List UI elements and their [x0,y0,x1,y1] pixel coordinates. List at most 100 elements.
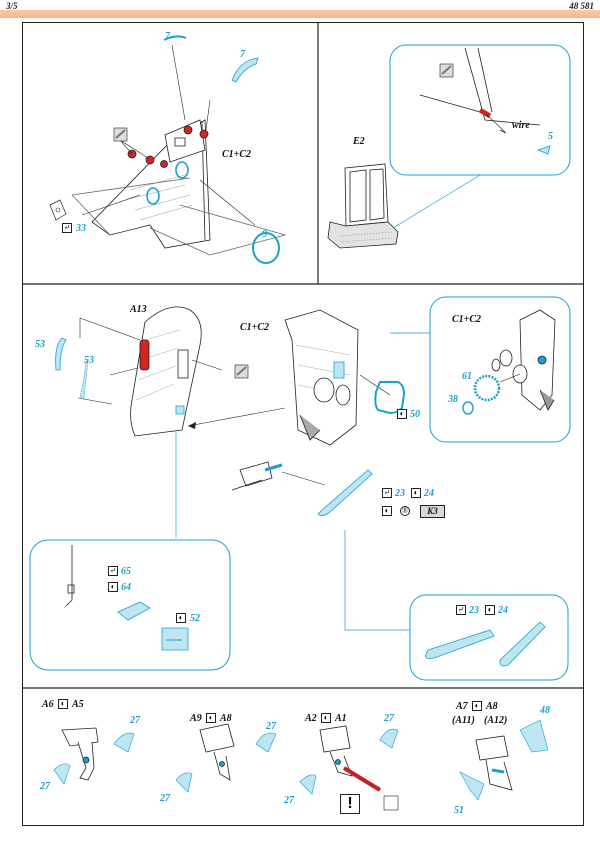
label-assembly-c1c2-top: C1+C2 [222,149,252,160]
label-assembly-c1c2-inset: C1+C2 [452,314,482,325]
label-part-7a: 7 [165,31,170,42]
label-part-23: 23 [395,488,405,499]
instruction-frame [22,22,584,826]
part-61-shape [473,374,501,402]
label-a1: A1 [335,713,347,724]
label-part-23-inset: 23 [469,605,479,616]
label-part-27-4: 27 [160,793,170,804]
glue-icon-9: ◐ [321,713,331,723]
fold-icon-2: ⤶ [382,488,392,498]
label-a12: (A12) [484,715,508,726]
kit-number: 48 581 [569,1,594,11]
part-27-shape-4 [175,772,193,793]
pedal-a7-a8-drawing [475,735,513,791]
warning-icon: ! [340,794,360,814]
label-part-61: 61 [462,371,472,382]
detail-inset-pedal [29,539,231,671]
glue-icon-8: ◐ [206,713,216,723]
part-52-shape [161,627,189,651]
label-a9: A9 [190,713,202,724]
paint-swatch-icon-2 [439,63,454,78]
label-part-65: 65 [121,566,131,577]
label-a5: A5 [72,699,84,710]
label-part-33: 33 [76,223,86,234]
label-assembly-a13: A13 [130,304,147,315]
part-38-shape [462,401,474,415]
armor-plate-e2-drawing [327,163,399,249]
label-a8b: A8 [486,701,498,712]
label-wire: wire [512,120,530,131]
glue-icon-3: ◐ [382,506,392,516]
paint-swatch-icon-3 [234,364,249,379]
part-53a-shape [55,337,67,371]
glue-icon-6: ◐ [485,605,495,615]
remove-icon: ® [400,506,410,516]
detail-inset-pedal-parts [409,594,569,681]
detail-inset-c1c2 [429,296,571,443]
label-part-5: 5 [548,131,553,142]
label-assembly-c1c2-middle: C1+C2 [240,322,270,333]
seat-c1c2-drawing [71,44,287,256]
label-part-64: 64 [121,582,131,593]
template-icon [383,795,399,811]
inset-pedal-drawing [65,545,75,607]
paint-swatch-icon-1 [113,127,128,142]
part-7b-shape [231,57,259,83]
label-a6: A6 [42,699,54,710]
glue-icon-10: ◐ [472,701,482,711]
part-33-shape [49,199,67,221]
label-part-27-5: 27 [384,713,394,724]
glue-icon-4: ◐ [108,582,118,592]
inset-e2-drawing [419,47,541,134]
label-assembly-e2: E2 [353,136,365,147]
label-part-24-inset: 24 [498,605,508,616]
glue-icon-2: ◐ [411,488,421,498]
glue-icon-5: ◐ [176,613,186,623]
label-part-27-6: 27 [284,795,294,806]
fold-icon-3: ⤶ [108,566,118,576]
part-51-shape [459,771,485,801]
part-64-shape [117,601,151,621]
label-a2: A2 [305,713,317,724]
label-a8: A8 [220,713,232,724]
label-part-52: 52 [190,613,200,624]
inset-c1c2-drawing [491,309,556,411]
part-5-shape [536,145,551,155]
header-band [0,0,600,18]
label-part-27-1: 27 [130,715,140,726]
pedal-a9-a8-drawing [199,723,235,781]
glue-icon-7: ◐ [58,699,68,709]
part-27-shape-2 [53,763,71,785]
label-part-9: 9 [262,229,267,240]
part-23-inset-shape [425,629,495,659]
label-a7: A7 [456,701,468,712]
pedal-a2-a1-drawing [319,725,382,792]
glue-icon-1: ◐ [397,409,407,419]
label-part-53a: 53 [35,339,45,350]
part-24-shape [317,469,373,516]
label-part-27-2: 27 [40,781,50,792]
part-24-inset-shape [499,621,546,667]
paint-code-k3: K3 [420,505,445,518]
part-27-shape-6 [299,774,317,795]
seat-back-a13-drawing [130,306,202,437]
part-27-shape-1 [113,732,135,753]
label-part-51: 51 [454,805,464,816]
part-48-shape [519,719,549,753]
label-part-48: 48 [540,705,550,716]
part-7a-shape [163,35,187,41]
seat-c1c2-middle-drawing [284,309,359,446]
part-9-shape [252,232,280,264]
label-a11: (A11) [452,715,475,726]
page-number: 3/5 [6,1,18,11]
label-part-24: 24 [424,488,434,499]
label-part-50: 50 [410,409,420,420]
fold-icon-4: ⤶ [456,605,466,615]
part-27-shape-5 [379,728,399,749]
part-53b-shape [79,359,89,399]
label-part-27-3: 27 [266,721,276,732]
label-part-53b: 53 [84,355,94,366]
label-part-7b: 7 [240,49,245,60]
detail-inset-e2 [389,44,571,176]
